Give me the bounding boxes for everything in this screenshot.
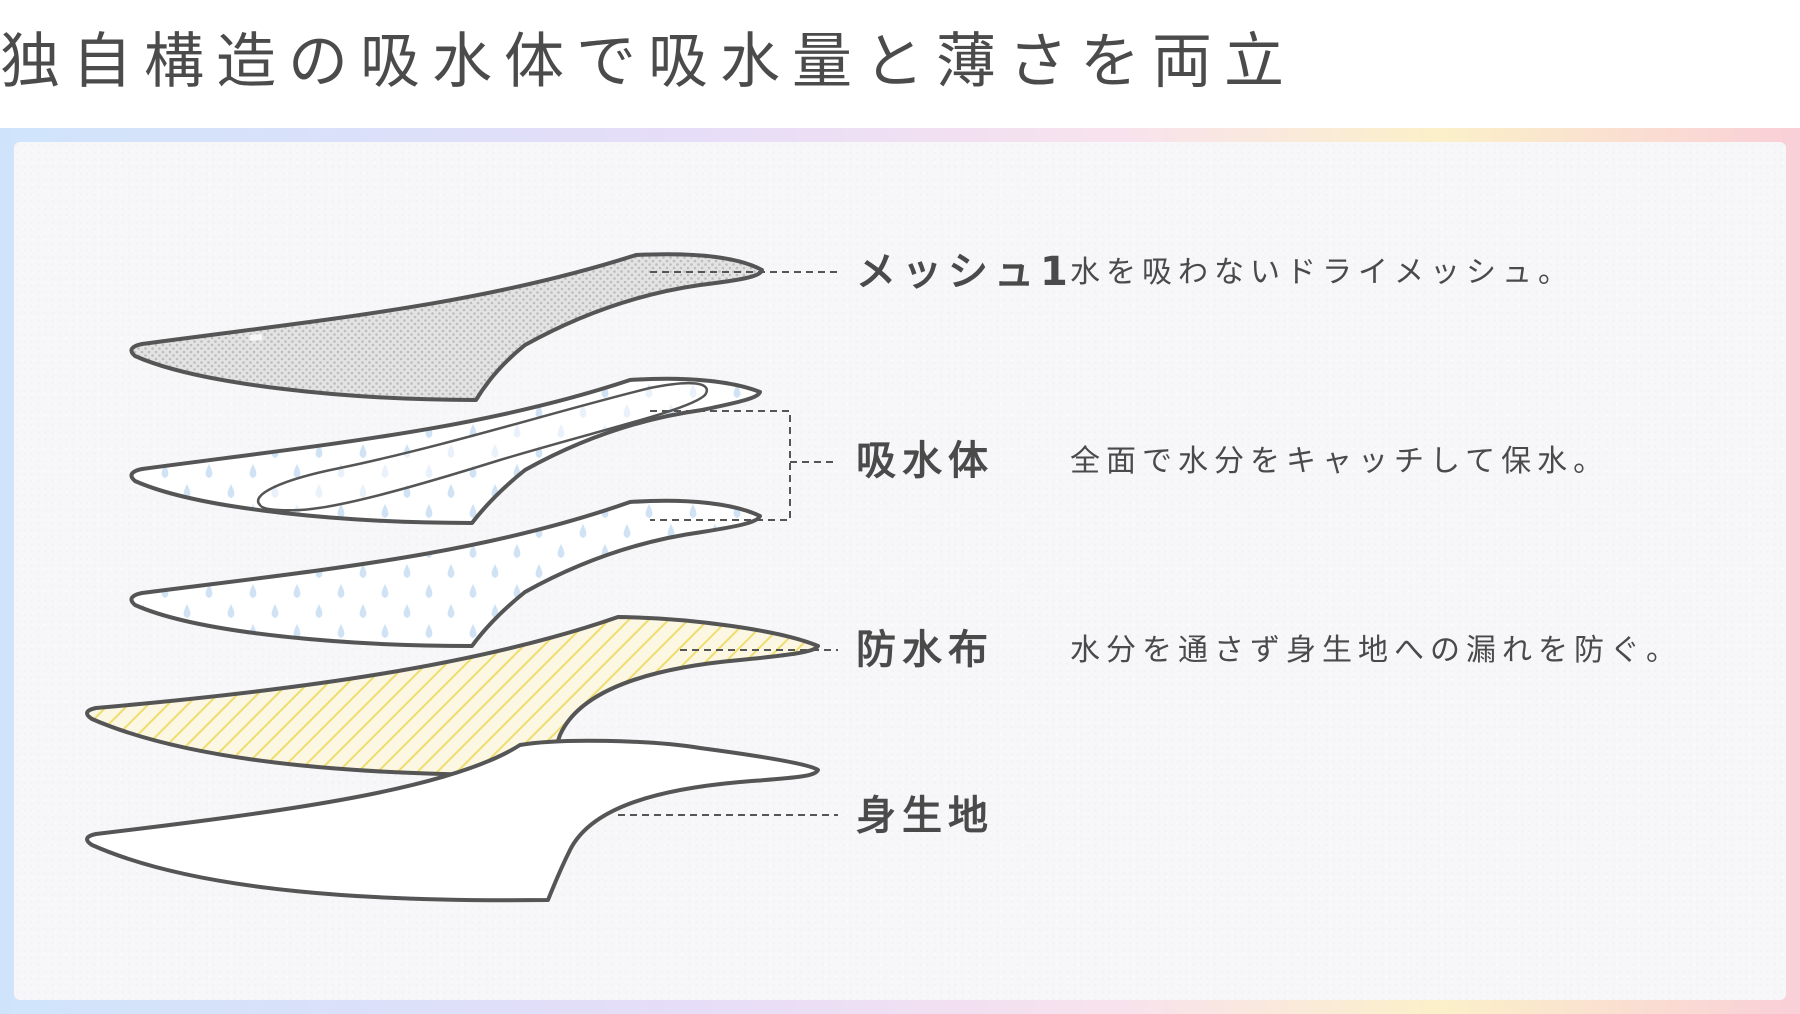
layer-desc-waterproof: 水分を通さず身生地への漏れを防ぐ。 <box>1070 633 1682 668</box>
layer-desc-mesh: 水を吸わないドライメッシュ。 <box>1070 255 1574 290</box>
leader-line-absorbent <box>650 410 838 521</box>
layer-mesh-shape <box>129 252 764 402</box>
layer-desc-absorbent: 全面で水分をキャッチして保水。 <box>1070 444 1610 479</box>
layer-body-fabric-shape <box>85 738 820 903</box>
layer-name-body-fabric: 身生地 <box>856 793 994 839</box>
headline: 独自構造の吸水体で吸水量と薄さを両立 <box>0 27 1296 97</box>
layer-name-mesh: メッシュ1 <box>856 249 1074 295</box>
layer-name-waterproof: 防水布 <box>856 627 994 673</box>
layer-absorbent-top-shape <box>129 376 762 525</box>
layer-name-absorbent: 吸水体 <box>856 438 994 484</box>
layer-absorbent-bottom-shape <box>129 498 762 648</box>
